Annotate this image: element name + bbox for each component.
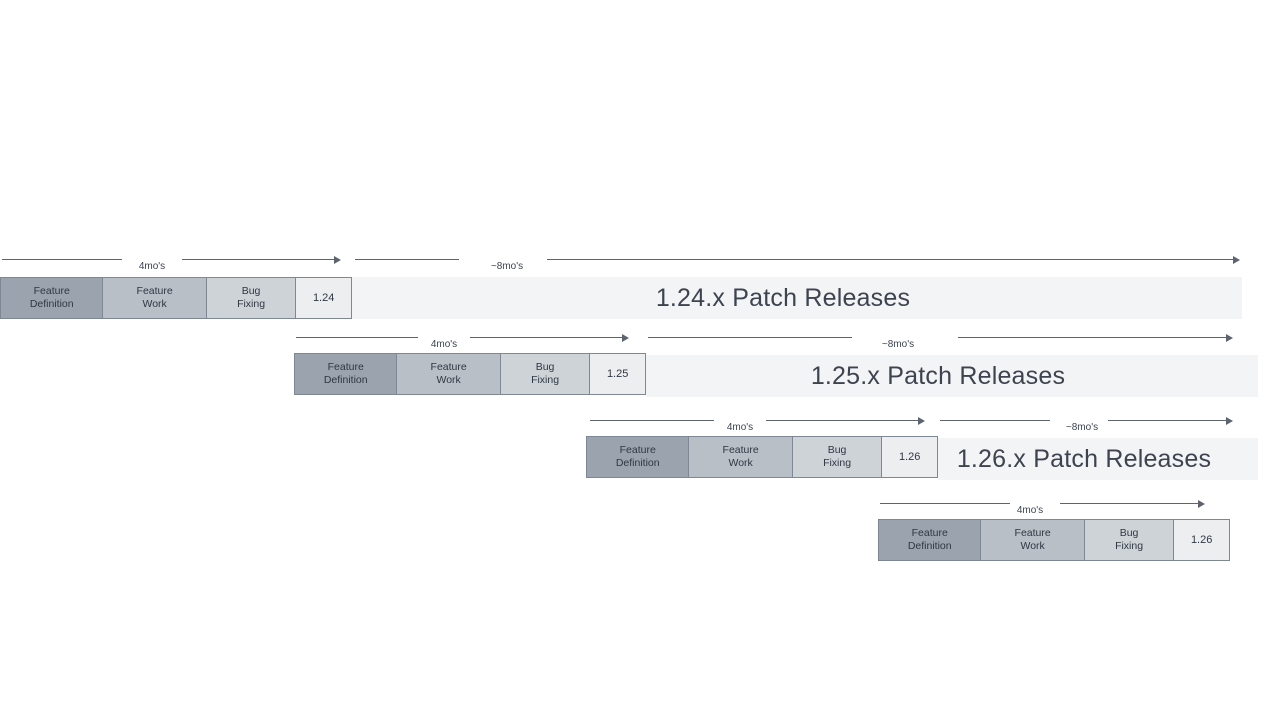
segment-label-line1: Feature (1014, 527, 1051, 539)
arrow-line-right (1108, 420, 1226, 421)
arrow-line-left (355, 259, 459, 260)
phase-bar-next: Feature Definition Feature Work Bug Fixi… (878, 519, 1230, 561)
arrow-head-icon (1233, 255, 1240, 264)
segment-label-line2: Work (142, 298, 167, 310)
segment-label-line2: Fixing (823, 457, 852, 469)
dev-duration-label: 4mo's (1016, 505, 1044, 516)
segment-bug-fixing[interactable]: Bug Fixing (206, 278, 297, 318)
version-label: 1.26 (1190, 533, 1213, 546)
segment-feature-definition[interactable]: Feature Definition (295, 354, 398, 394)
segment-bug-fixing[interactable]: Bug Fixing (500, 354, 591, 394)
segment-version-chip[interactable]: 1.26 (1174, 520, 1229, 560)
segment-label-line2: Definition (29, 298, 74, 310)
segment-label-line2: Definition (615, 457, 660, 469)
patch-duration-arrow-1-25: ~8mo's (648, 330, 1240, 350)
segment-bug-fixing[interactable]: Bug Fixing (1084, 520, 1175, 560)
segment-label-line1: Bug (827, 444, 847, 456)
phase-bar-1-25: Feature Definition Feature Work Bug Fixi… (294, 353, 646, 395)
dev-duration-label: 4mo's (726, 422, 754, 433)
arrow-head-icon (1226, 416, 1233, 425)
arrow-line-right (766, 420, 918, 421)
arrow-head-icon (1226, 333, 1233, 342)
arrow-head-icon (334, 255, 341, 264)
segment-feature-definition[interactable]: Feature Definition (1, 278, 104, 318)
patch-duration-label: ~8mo's (490, 261, 524, 272)
segment-label-line1: Feature (911, 527, 948, 539)
arrow-head-icon (1198, 499, 1205, 508)
patch-duration-arrow-1-26: ~8mo's (940, 413, 1240, 433)
segment-label-line2: Definition (323, 374, 368, 386)
dev-duration-arrow-next: 4mo's (878, 496, 1210, 516)
segment-label-line2: Fixing (531, 374, 560, 386)
arrow-head-icon (622, 333, 629, 342)
version-label: 1.26 (898, 450, 921, 463)
segment-label-line2: Fixing (1115, 540, 1144, 552)
arrow-line-left (940, 420, 1050, 421)
patch-release-band-1-24: 1.24.x Patch Releases (352, 277, 1242, 319)
segment-label-line1: Feature (136, 285, 173, 297)
arrow-line-right (547, 259, 1233, 260)
segment-label-line2: Work (1020, 540, 1045, 552)
arrow-line-right (1060, 503, 1198, 504)
segment-label-line1: Feature (619, 444, 656, 456)
arrow-line-left (590, 420, 714, 421)
arrow-line-left (2, 259, 122, 260)
version-label: 1.25 (606, 367, 629, 380)
dev-duration-label: 4mo's (430, 339, 458, 350)
dev-duration-arrow-1-26: 4mo's (588, 413, 936, 433)
segment-feature-work[interactable]: Feature Work (981, 520, 1085, 560)
phase-bar-1-26: Feature Definition Feature Work Bug Fixi… (586, 436, 938, 478)
segment-label-line2: Fixing (237, 298, 266, 310)
segment-label-line1: Bug (241, 285, 261, 297)
patch-release-label: 1.25.x Patch Releases (810, 361, 1066, 390)
patch-duration-label: ~8mo's (1065, 422, 1099, 433)
segment-label-line2: Work (436, 374, 461, 386)
version-label: 1.24 (312, 291, 335, 304)
segment-feature-work[interactable]: Feature Work (689, 437, 793, 477)
phase-bar-1-24: Feature Definition Feature Work Bug Fixi… (0, 277, 352, 319)
arrow-line-right (470, 337, 622, 338)
arrow-line-right (958, 337, 1226, 338)
segment-label-line1: Bug (535, 361, 555, 373)
segment-version-chip[interactable]: 1.26 (882, 437, 937, 477)
dev-duration-label: 4mo's (138, 261, 166, 272)
segment-feature-definition[interactable]: Feature Definition (879, 520, 982, 560)
segment-label-line1: Feature (33, 285, 70, 297)
segment-feature-definition[interactable]: Feature Definition (587, 437, 690, 477)
patch-duration-label: ~8mo's (881, 339, 915, 350)
patch-release-band-1-26: 1.26.x Patch Releases (938, 438, 1258, 480)
segment-version-chip[interactable]: 1.24 (296, 278, 351, 318)
segment-label-line2: Definition (907, 540, 952, 552)
segment-version-chip[interactable]: 1.25 (590, 354, 645, 394)
segment-label-line1: Feature (430, 361, 467, 373)
segment-label-line1: Feature (722, 444, 759, 456)
patch-duration-arrow-1-24: ~8mo's (355, 252, 1240, 272)
arrow-line-left (880, 503, 1010, 504)
segment-feature-work[interactable]: Feature Work (103, 278, 207, 318)
segment-label-line1: Feature (327, 361, 364, 373)
segment-feature-work[interactable]: Feature Work (397, 354, 501, 394)
segment-label-line1: Bug (1119, 527, 1139, 539)
arrow-line-left (648, 337, 852, 338)
segment-label-line2: Work (728, 457, 753, 469)
arrow-line-left (296, 337, 418, 338)
arrow-line-right (182, 259, 334, 260)
patch-release-label: 1.24.x Patch Releases (655, 283, 911, 312)
patch-release-label: 1.26.x Patch Releases (956, 444, 1212, 473)
arrow-head-icon (918, 416, 925, 425)
dev-duration-arrow-1-25: 4mo's (294, 330, 639, 350)
segment-bug-fixing[interactable]: Bug Fixing (792, 437, 883, 477)
patch-release-band-1-25: 1.25.x Patch Releases (646, 355, 1258, 397)
dev-duration-arrow-1-24: 4mo's (0, 252, 352, 272)
